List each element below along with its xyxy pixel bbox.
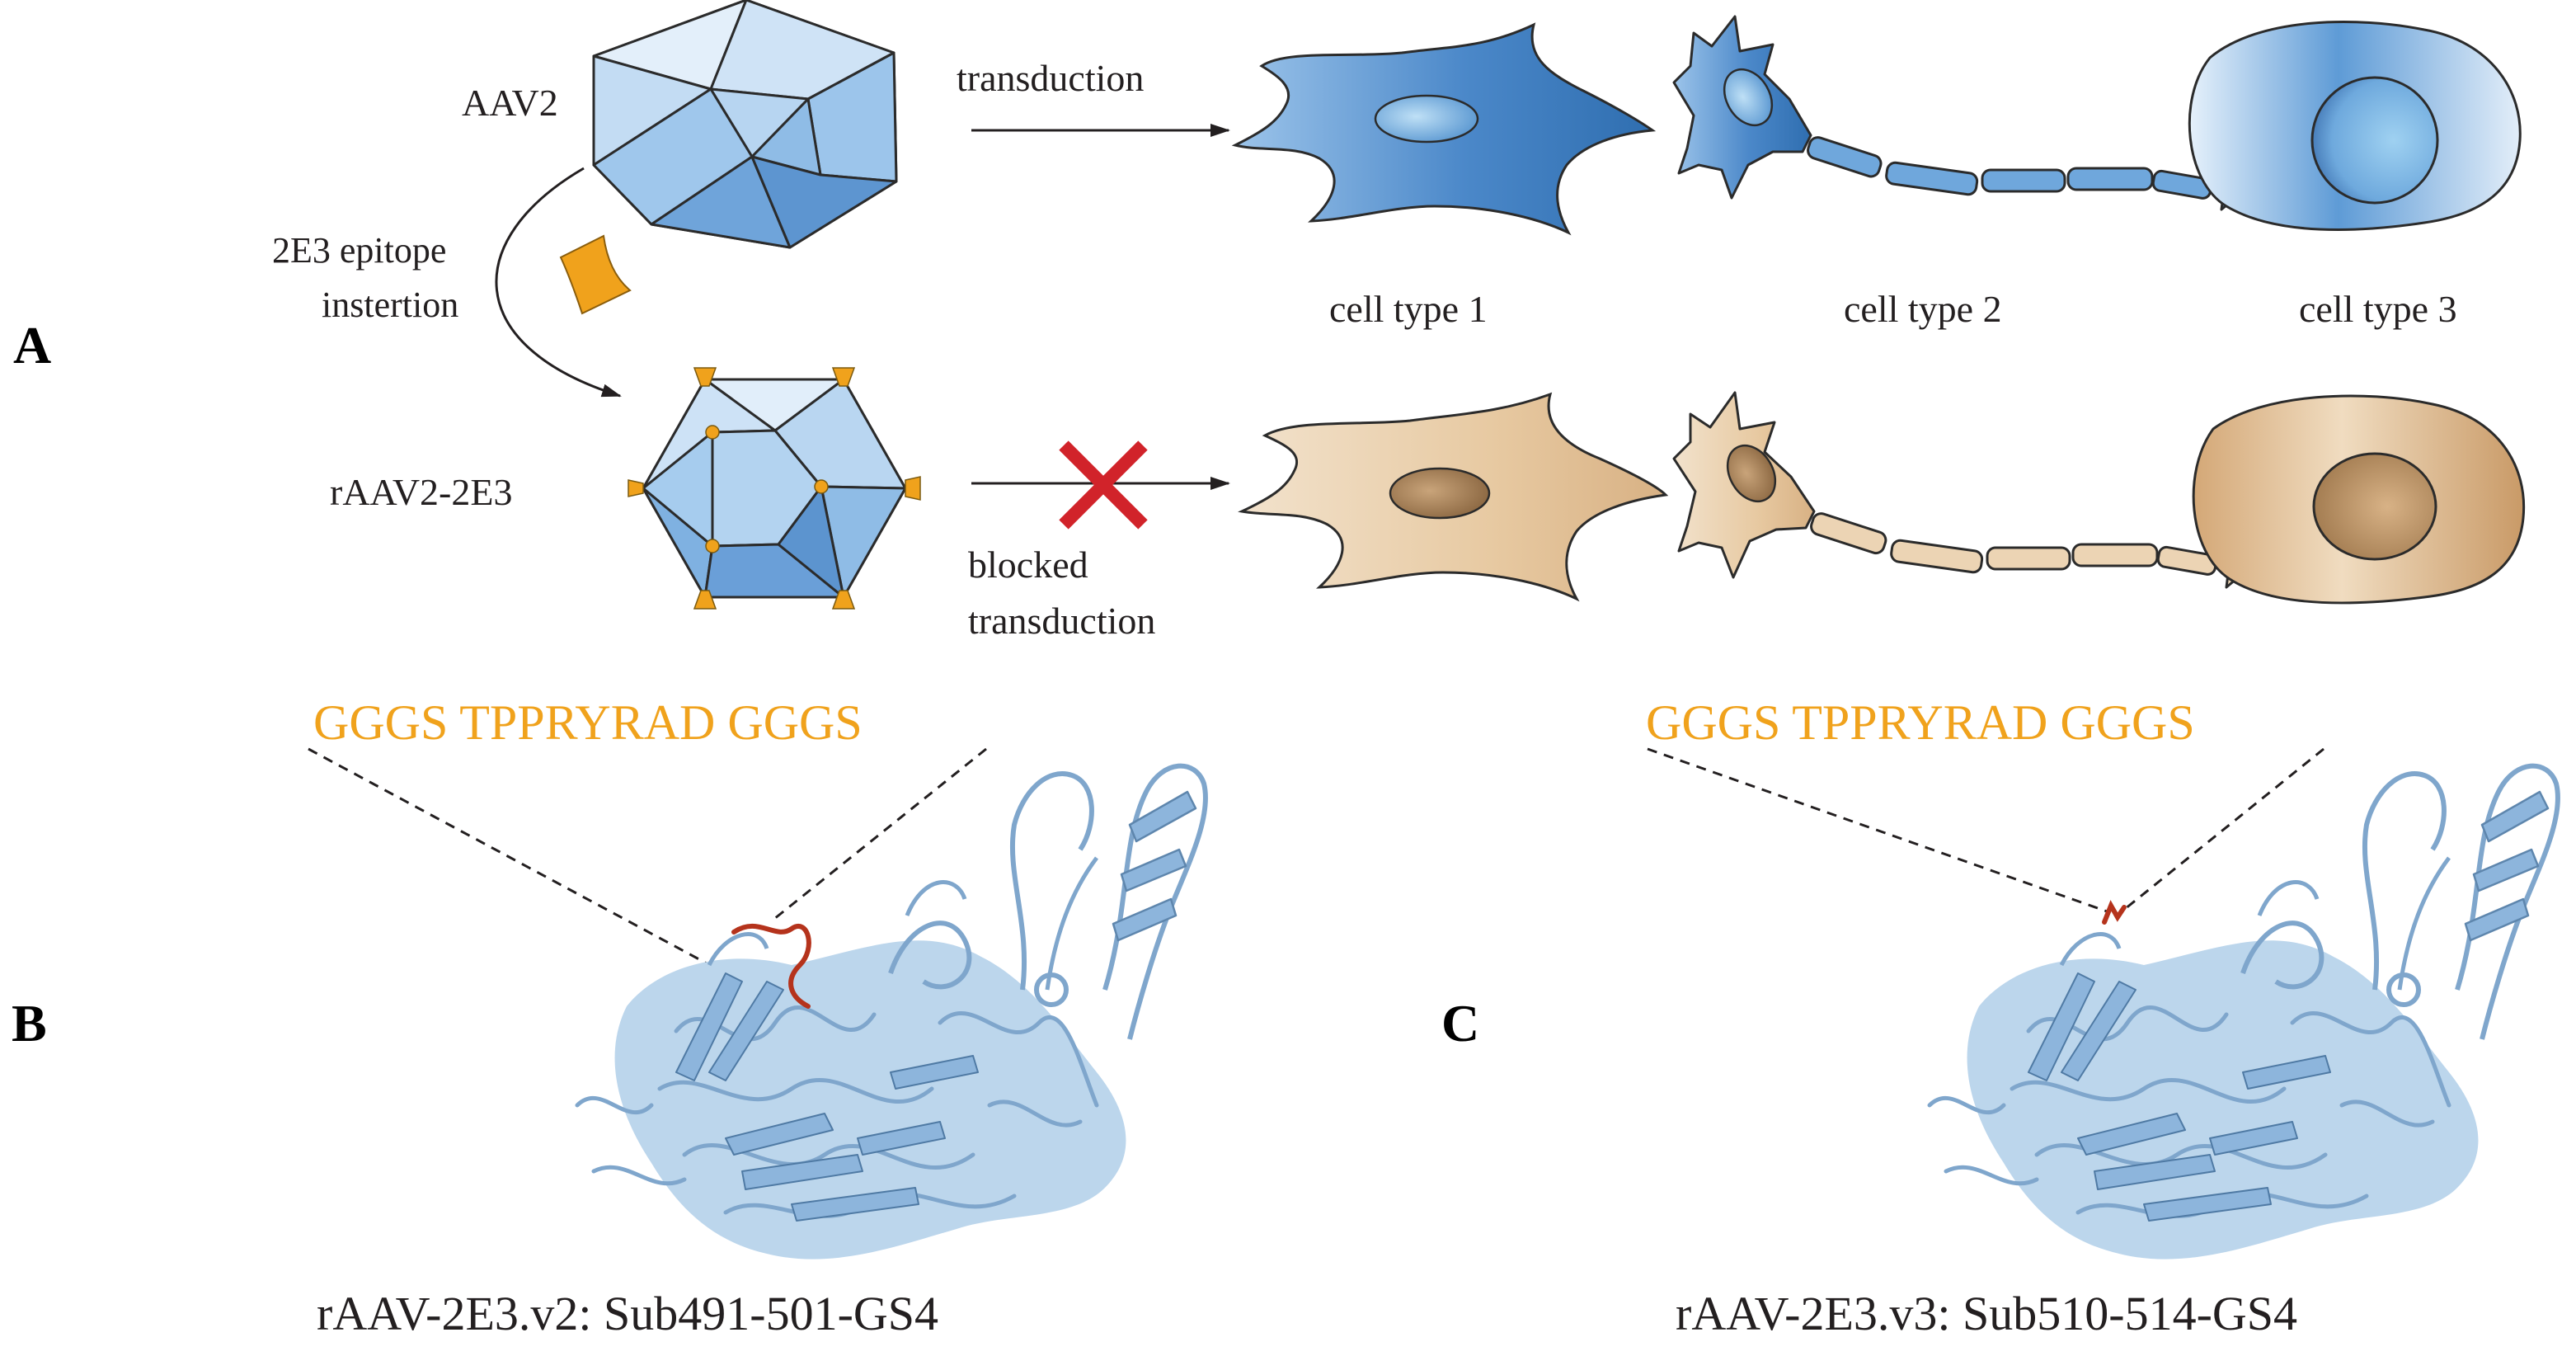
epitope-spike	[905, 476, 921, 501]
panel-c-sequence: GGGS TPPRYRAD GGGS	[1646, 695, 2195, 750]
epitope-spike	[628, 479, 644, 497]
transduction-label: transduction	[957, 57, 1144, 99]
epitope-markers	[628, 367, 921, 610]
panel-c-protein-structure	[1927, 763, 2560, 1259]
panel-b-caption: rAAV-2E3.v2: Sub491-501-GS4	[317, 1287, 938, 1340]
cell-type-2-blue	[1672, 15, 2249, 211]
raav2-2e3-capsid	[642, 378, 907, 599]
panel-b-protein-structure	[575, 763, 1208, 1259]
cell-type-3-tan	[2192, 394, 2526, 605]
insertion-label-line2: instertion	[322, 285, 458, 325]
panel-b-callout-right	[769, 747, 987, 924]
panel-b-callout-left	[308, 747, 784, 1006]
cell-type-3-label: cell type 3	[2299, 288, 2457, 330]
blocked-label-line1: blocked	[968, 544, 1088, 586]
panel-b-sequence: GGGS TPPRYRAD GGGS	[313, 695, 863, 750]
epitope-spike	[831, 590, 856, 610]
panel-c-caption: rAAV-2E3.v3: Sub510-514-GS4	[1676, 1287, 2297, 1340]
cell-type-2-tan	[1672, 391, 2254, 589]
panel-b-insert-loop	[731, 923, 811, 1009]
panel-label-b: B	[12, 994, 47, 1052]
panel-c-callout-left	[1647, 747, 2110, 914]
epitope-spike	[831, 367, 856, 387]
cell-type-1-blue	[1231, 22, 1657, 236]
epitope-dot	[705, 425, 720, 440]
aav2-label: AAV2	[462, 82, 558, 124]
epitope-spike	[693, 590, 717, 610]
epitope-tag-icon	[559, 234, 632, 315]
panel-label-c: C	[1441, 994, 1479, 1052]
epitope-spike	[693, 367, 717, 387]
panel-c-insert-loop	[2102, 900, 2127, 925]
cell-type-3-blue	[2188, 21, 2522, 231]
block-x-icon	[1059, 440, 1148, 530]
aav2-capsid	[592, 0, 898, 249]
panel-label-a: A	[13, 316, 51, 374]
panel-c-callout-right	[2120, 747, 2325, 914]
blocked-label-line2: transduction	[968, 600, 1155, 642]
epitope-dot	[705, 539, 720, 553]
cell-type-1-tan	[1238, 392, 1669, 602]
insertion-arrow	[495, 167, 622, 398]
cell-type-1-label: cell type 1	[1329, 288, 1488, 330]
raav2-2e3-label: rAAV2-2E3	[330, 471, 512, 513]
epitope-dot	[814, 479, 829, 494]
insertion-label-line1: 2E3 epitope	[272, 230, 446, 271]
cell-type-2-label: cell type 2	[1844, 288, 2002, 330]
